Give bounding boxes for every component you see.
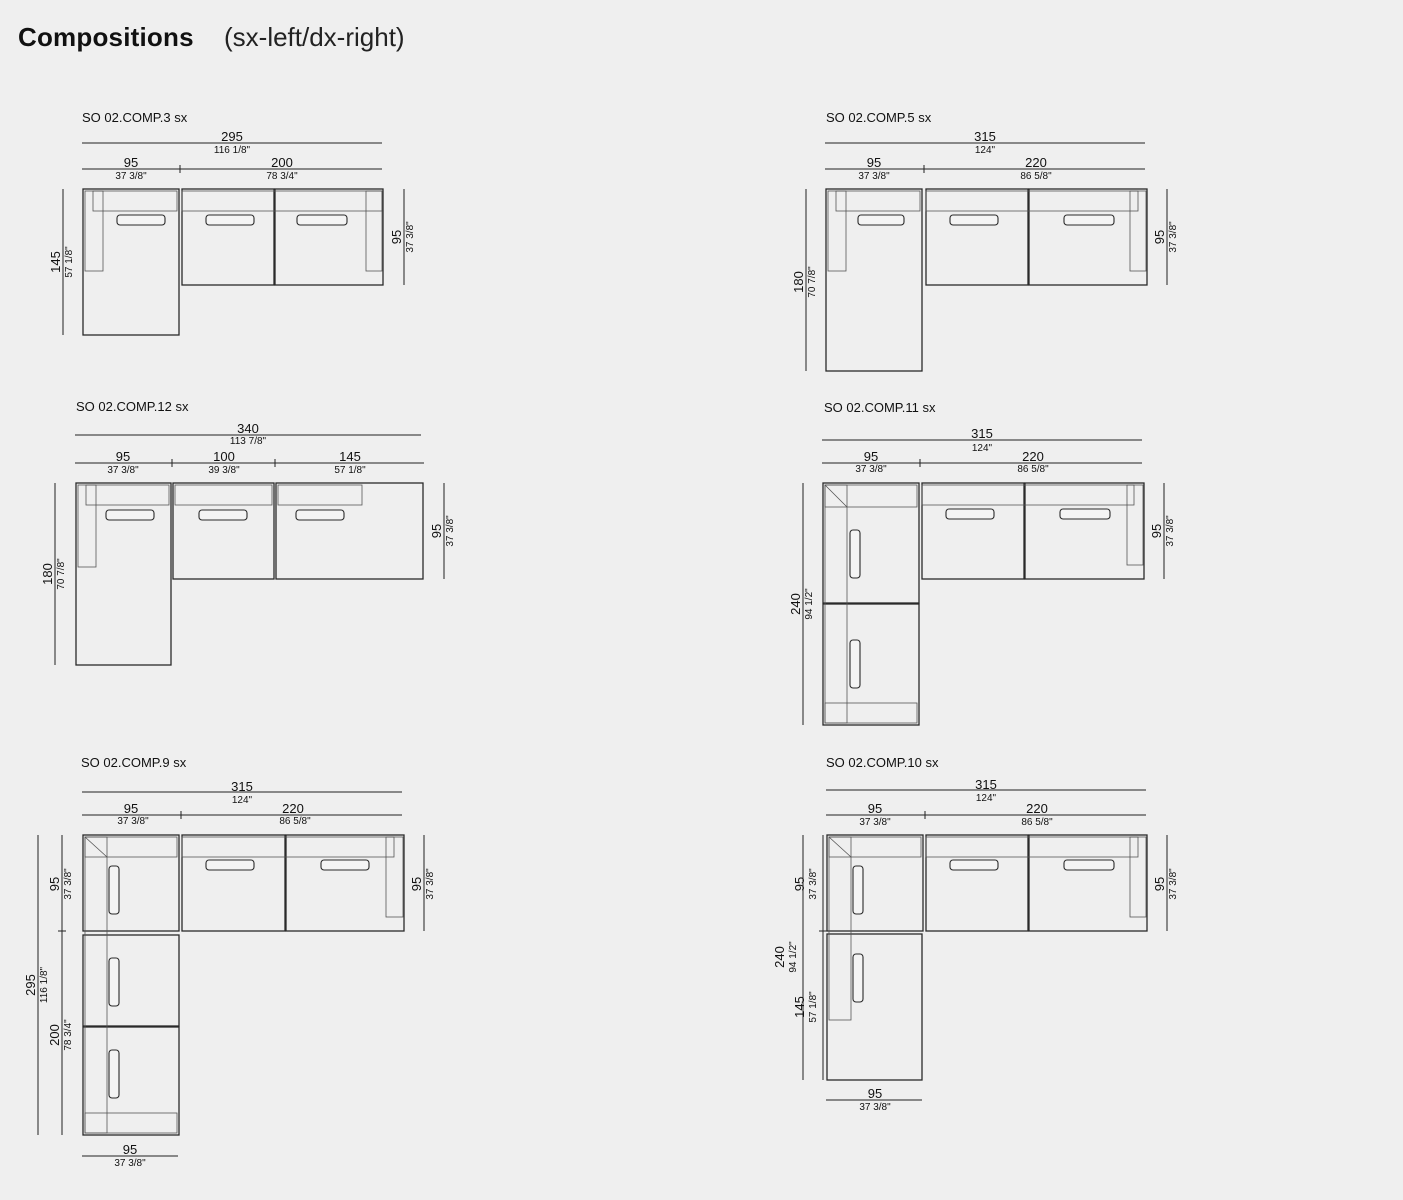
dim-inch: 124" xyxy=(232,795,253,806)
dim-cm: 95 xyxy=(124,155,138,170)
dim-inch: 70 7/8" xyxy=(807,266,818,298)
dim-inch: 37 3/8" xyxy=(114,1158,146,1169)
dim-cm: 145 xyxy=(339,449,361,464)
dim-cm: 95 xyxy=(124,801,138,816)
dim-cm: 220 xyxy=(1025,155,1047,170)
dim-inch: 116 1/8" xyxy=(214,145,251,156)
dim-cm: 95 xyxy=(867,155,881,170)
dim-inch: 57 1/8" xyxy=(64,246,75,278)
dim-cm: 180 xyxy=(791,271,806,293)
dim-cm: 220 xyxy=(1026,801,1048,816)
dim-inch: 86 5/8" xyxy=(279,816,311,827)
dim-cm: 95 xyxy=(792,877,807,891)
dim-inch: 37 3/8" xyxy=(1165,515,1176,547)
dim-inch: 37 3/8" xyxy=(445,515,456,547)
dim-cm: 240 xyxy=(788,593,803,615)
composition-name: SO 02.COMP.11 sx xyxy=(824,400,936,415)
sofa-drawing xyxy=(75,482,424,666)
composition-comp11: SO 02.COMP.11 sx 315 124" 95 37 3/8" 220… xyxy=(788,400,1176,726)
dim-cm: 145 xyxy=(48,251,63,273)
dim-inch: 70 7/8" xyxy=(56,558,67,590)
dim-inch: 37 3/8" xyxy=(117,816,149,827)
page-title: Compositions xyxy=(18,22,194,52)
dim-inch: 124" xyxy=(972,443,993,454)
composition-comp12: SO 02.COMP.12 sx 340 113 7/8" 95 37 3/8"… xyxy=(40,399,456,666)
dim-cm: 340 xyxy=(237,421,259,436)
dim-inch: 94 1/2" xyxy=(788,941,799,973)
dim-cm: 95 xyxy=(116,449,130,464)
dim-cm: 95 xyxy=(1152,230,1167,244)
sofa-drawing xyxy=(82,834,405,1136)
dim-cm: 95 xyxy=(1152,877,1167,891)
dim-cm: 95 xyxy=(868,1086,882,1101)
dim-inch: 78 3/4" xyxy=(266,171,298,182)
sofa-drawing xyxy=(826,834,1148,1081)
dim-cm: 295 xyxy=(221,129,243,144)
dim-inch: 37 3/8" xyxy=(1168,868,1179,900)
dim-cm: 240 xyxy=(772,946,787,968)
sofa-drawing xyxy=(822,482,1145,726)
composition-comp3: SO 02.COMP.3 sx 295 116 1/8" 95 37 3/8" … xyxy=(48,110,416,336)
dim-inch: 116 1/8" xyxy=(39,966,50,1003)
dim-cm: 200 xyxy=(47,1024,62,1046)
dim-inch: 37 3/8" xyxy=(425,868,436,900)
dim-cm: 95 xyxy=(868,801,882,816)
dim-inch: 37 3/8" xyxy=(107,465,139,476)
dim-cm: 95 xyxy=(1149,524,1164,538)
composition-name: SO 02.COMP.5 sx xyxy=(826,110,932,125)
dim-inch: 124" xyxy=(976,793,997,804)
dim-inch: 86 5/8" xyxy=(1017,464,1049,475)
dim-cm: 100 xyxy=(213,449,235,464)
dim-inch: 57 1/8" xyxy=(334,465,366,476)
dim-inch: 57 1/8" xyxy=(808,991,819,1023)
dim-cm: 295 xyxy=(23,974,38,996)
dim-cm: 315 xyxy=(971,426,993,441)
dim-inch: 113 7/8" xyxy=(230,436,267,447)
dim-inch: 39 3/8" xyxy=(208,465,240,476)
composition-name: SO 02.COMP.10 sx xyxy=(826,755,939,770)
composition-comp9: SO 02.COMP.9 sx 315 124" 95 37 3/8" 220 … xyxy=(23,755,436,1169)
dim-cm: 315 xyxy=(975,777,997,792)
dim-cm: 220 xyxy=(1022,449,1044,464)
dim-inch: 37 3/8" xyxy=(858,171,890,182)
dim-cm: 220 xyxy=(282,801,304,816)
composition-comp5: SO 02.COMP.5 sx 315 124" 95 37 3/8" 220 … xyxy=(791,110,1179,372)
dim-inch: 37 3/8" xyxy=(859,1102,891,1113)
dim-cm: 95 xyxy=(409,877,424,891)
dim-inch: 37 3/8" xyxy=(859,817,891,828)
composition-name: SO 02.COMP.9 sx xyxy=(81,755,187,770)
dim-inch: 86 5/8" xyxy=(1021,817,1053,828)
sofa-drawing xyxy=(82,188,384,336)
dim-inch: 124" xyxy=(975,145,996,156)
dim-inch: 94 1/2" xyxy=(804,588,815,620)
composition-comp10: SO 02.COMP.10 sx 315 124" 95 37 3/8" 220… xyxy=(772,755,1179,1113)
composition-name: SO 02.COMP.12 sx xyxy=(76,399,189,414)
dim-inch: 37 3/8" xyxy=(1168,221,1179,253)
dim-cm: 315 xyxy=(231,779,253,794)
dim-cm: 95 xyxy=(864,449,878,464)
dim-cm: 145 xyxy=(792,996,807,1018)
dim-cm: 95 xyxy=(47,877,62,891)
dim-inch: 86 5/8" xyxy=(1020,171,1052,182)
dim-inch: 37 3/8" xyxy=(63,868,74,900)
dim-cm: 200 xyxy=(271,155,293,170)
composition-name: SO 02.COMP.3 sx xyxy=(82,110,188,125)
dim-cm: 95 xyxy=(389,230,404,244)
dim-inch: 37 3/8" xyxy=(115,171,147,182)
dim-inch: 78 3/4" xyxy=(63,1019,74,1051)
page-subtitle: (sx-left/dx-right) xyxy=(224,22,405,52)
dim-cm: 95 xyxy=(123,1142,137,1157)
sofa-drawing xyxy=(825,188,1148,372)
dim-cm: 95 xyxy=(429,524,444,538)
dim-inch: 37 3/8" xyxy=(405,221,416,253)
dim-inch: 37 3/8" xyxy=(855,464,887,475)
dim-inch: 37 3/8" xyxy=(808,868,819,900)
dim-cm: 180 xyxy=(40,563,55,585)
dim-cm: 315 xyxy=(974,129,996,144)
